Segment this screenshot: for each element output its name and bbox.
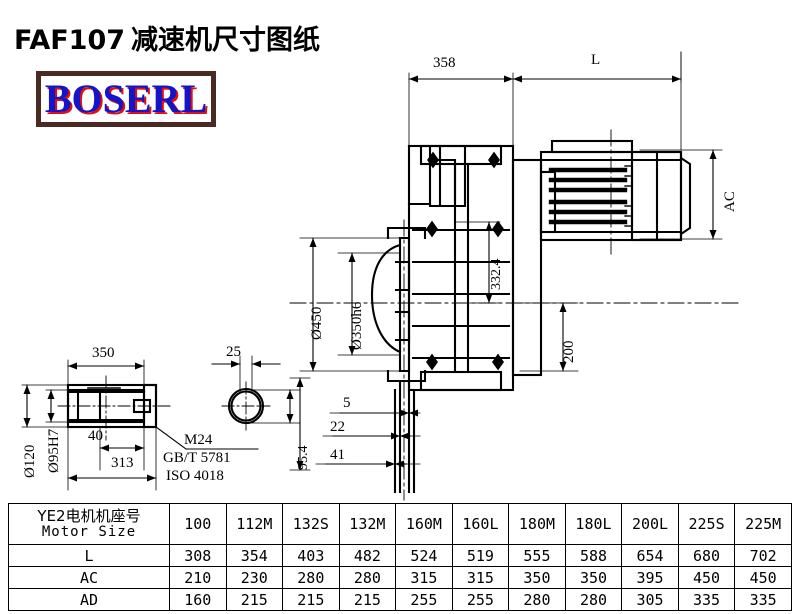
dim-450: Ø450	[309, 306, 325, 340]
table-cell: 280	[564, 588, 623, 611]
dim-120: Ø120	[22, 444, 38, 478]
table-cell: 519	[451, 544, 510, 567]
table-cell: 680	[677, 544, 736, 567]
table-cell: 654	[621, 544, 679, 567]
table-cell: 230	[225, 566, 284, 589]
page-title-chinese: 减速机尺寸图纸	[131, 25, 321, 56]
table-row: AD 160 215 215 215 255 255 280 280 305 3…	[8, 588, 792, 611]
table-cell: 215	[338, 588, 397, 611]
dim-95H7: Ø95H7	[46, 428, 62, 473]
bolt-spec-m24: M24	[184, 432, 213, 448]
table-cell: 210	[169, 566, 227, 589]
table-cell: 450	[734, 566, 792, 589]
motor-dimension-table: YE2电机机座号 Motor Size 100 112M 132S 132M 1…	[8, 503, 792, 611]
dim-5: 5	[343, 395, 351, 411]
dim-L: L	[591, 52, 601, 68]
dim-200: 200	[561, 340, 577, 364]
company-logo: BOSERL	[36, 71, 216, 127]
table-col-head: 160L	[451, 503, 510, 545]
table-col-head: 132S	[282, 503, 340, 545]
detail-extension-lines	[21, 359, 157, 491]
gearbox-flange	[370, 236, 411, 373]
detail-circle-arrows	[211, 360, 294, 424]
table-cell: 215	[225, 588, 284, 611]
table-row-label: L	[8, 544, 170, 567]
table-header-label-en: Motor Size	[41, 523, 137, 540]
bolt-spec-iso: ISO 4018	[166, 468, 224, 484]
dim-AC: AC	[722, 191, 738, 212]
detail-centerline	[57, 375, 171, 441]
dim-25: 25	[226, 344, 241, 360]
dim-350h6: Ø350h6	[349, 301, 365, 350]
table-col-head: 112M	[225, 503, 284, 545]
table-row: L 308 354 403 482 524 519 555 588 654 68…	[8, 544, 792, 567]
dim-313: 313	[111, 455, 134, 471]
table-col-head: 200L	[621, 503, 679, 545]
table-cell: 524	[395, 544, 453, 567]
table-cell: 450	[677, 566, 736, 589]
table-cell: 280	[282, 566, 340, 589]
table-cell: 315	[451, 566, 510, 589]
table-cell: 160	[169, 588, 227, 611]
table-row-label: AD	[8, 588, 170, 611]
table-cell: 702	[734, 544, 792, 567]
table-col-head: 225S	[677, 503, 736, 545]
gearbox-motor-adapter	[511, 158, 557, 377]
table-col-head: 160M	[395, 503, 453, 545]
table-cell: 403	[282, 544, 340, 567]
gearbox-bolt-marks	[426, 151, 504, 371]
bolt-leader-line	[155, 426, 259, 450]
dim-95-4: 95.4	[296, 445, 311, 471]
table-col-head: 225M	[734, 503, 792, 545]
table-cell: 335	[677, 588, 736, 611]
table-col-head: 132M	[338, 503, 397, 545]
page-title-model: FAF107	[14, 25, 126, 56]
table-cell: 255	[395, 588, 453, 611]
gearbox-mounting-lugs	[386, 226, 427, 383]
table-cell: 588	[564, 544, 623, 567]
motor-cooling-fins	[548, 167, 628, 225]
table-cell: 354	[225, 544, 284, 567]
output-shaft	[393, 379, 416, 494]
table-col-head: 100	[169, 503, 227, 545]
detail-dimension-arrows	[23, 362, 157, 482]
dimension-arrows	[296, 75, 717, 471]
table-cell: 395	[621, 566, 679, 589]
table-cell: 555	[508, 544, 566, 567]
bolt-spec-gbt: GB/T 5781	[163, 450, 231, 466]
table-row: AC 210 230 280 280 315 315 350 350 395 4…	[8, 566, 792, 589]
table-cell: 335	[734, 588, 792, 611]
table-cell: 215	[282, 588, 340, 611]
table-col-head: 180M	[508, 503, 566, 545]
dim-40: 40	[88, 428, 103, 444]
centerlines	[289, 129, 741, 501]
table-cell: 315	[395, 566, 453, 589]
table-cell: 280	[338, 566, 397, 589]
dim-332-4: 332.4	[489, 258, 504, 291]
dim-350: 350	[92, 345, 115, 361]
dim-358: 358	[433, 55, 456, 71]
detail-circle-centerlines	[221, 381, 271, 431]
table-cell: 280	[508, 588, 566, 611]
table-cell: 255	[451, 588, 510, 611]
table-cell: 482	[338, 544, 397, 567]
dim-22: 22	[330, 419, 345, 435]
table-cell: 308	[169, 544, 227, 567]
table-header-label-cn: YE2电机机座号	[37, 506, 141, 525]
table-header-row: YE2电机机座号 Motor Size 100 112M 132S 132M 1…	[8, 503, 792, 545]
dim-41: 41	[330, 447, 345, 463]
table-cell: 305	[621, 588, 679, 611]
table-row-label: AC	[8, 566, 170, 589]
table-cell: 350	[508, 566, 566, 589]
motor-fin-detail	[624, 165, 633, 227]
table-col-head: 180L	[564, 503, 623, 545]
table-header-label: YE2电机机座号 Motor Size	[8, 503, 170, 545]
table-cell: 350	[564, 566, 623, 589]
company-logo-text: BOSERL	[44, 76, 208, 121]
